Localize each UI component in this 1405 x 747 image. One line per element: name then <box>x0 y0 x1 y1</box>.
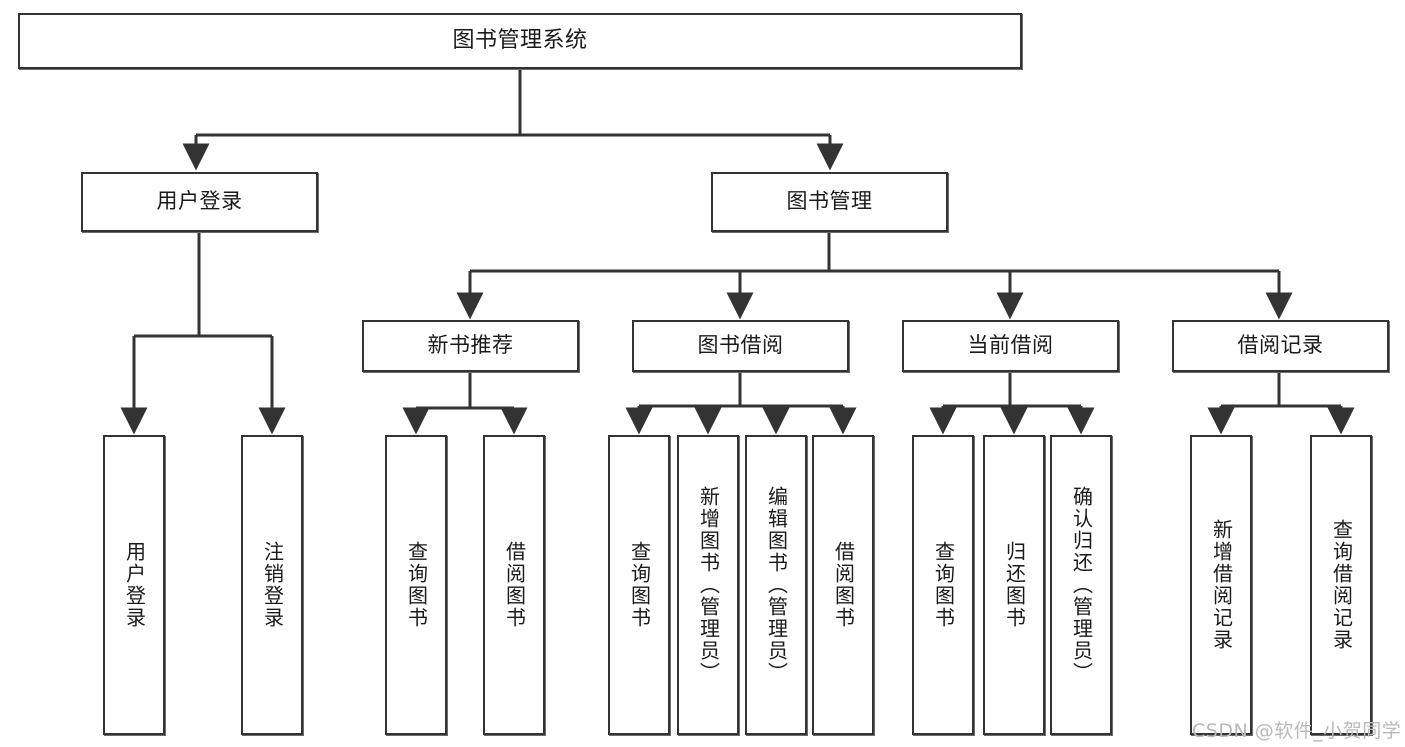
node-book-borrow-label: 图书借阅 <box>697 333 784 358</box>
node-current-borrow[interactable]: 当前借阅 <box>902 320 1119 372</box>
node-book-borrow[interactable]: 图书借阅 <box>632 320 849 372</box>
node-leaf-add-record-label: 新增借阅记录 <box>1209 519 1234 651</box>
node-current-borrow-label: 当前借阅 <box>967 333 1054 358</box>
node-leaf-edit-book-label: 编辑图书（管理员） <box>764 486 789 684</box>
node-book-management-label: 图书管理 <box>786 189 873 214</box>
node-user-login-label: 用户登录 <box>156 189 243 214</box>
node-book-management[interactable]: 图书管理 <box>711 172 948 232</box>
node-leaf-add-book[interactable]: 新增图书（管理员） <box>677 435 739 735</box>
node-leaf-query-record[interactable]: 查询借阅记录 <box>1310 435 1372 735</box>
node-new-book-recommend[interactable]: 新书推荐 <box>362 320 579 372</box>
node-leaf-query-book-rec-label: 查询图书 <box>404 541 429 629</box>
node-borrow-record-label: 借阅记录 <box>1237 333 1324 358</box>
node-leaf-user-login[interactable]: 用户登录 <box>103 435 165 735</box>
node-leaf-query-record-label: 查询借阅记录 <box>1329 519 1354 651</box>
node-user-login[interactable]: 用户登录 <box>81 172 318 232</box>
node-leaf-query-book-b-label: 查询图书 <box>627 541 652 629</box>
node-leaf-borrow-book-rec-label: 借阅图书 <box>502 541 527 629</box>
node-leaf-add-record[interactable]: 新增借阅记录 <box>1190 435 1252 735</box>
node-leaf-query-book-rec[interactable]: 查询图书 <box>385 435 447 735</box>
csdn-watermark: CSDN @软件_小贺同学 <box>1192 720 1402 742</box>
node-leaf-user-login-label: 用户登录 <box>122 541 147 629</box>
node-leaf-logout-label: 注销登录 <box>260 541 285 629</box>
node-leaf-borrow-book-b[interactable]: 借阅图书 <box>812 435 874 735</box>
node-leaf-confirm-return-label: 确认归还（管理员） <box>1069 486 1094 684</box>
node-borrow-record[interactable]: 借阅记录 <box>1172 320 1389 372</box>
node-leaf-query-book-b[interactable]: 查询图书 <box>608 435 670 735</box>
node-leaf-logout[interactable]: 注销登录 <box>241 435 303 735</box>
node-leaf-add-book-label: 新增图书（管理员） <box>696 486 721 684</box>
node-leaf-return-book[interactable]: 归还图书 <box>983 435 1045 735</box>
node-leaf-query-book-c[interactable]: 查询图书 <box>912 435 974 735</box>
node-leaf-confirm-return[interactable]: 确认归还（管理员） <box>1050 435 1112 735</box>
node-leaf-query-book-c-label: 查询图书 <box>931 541 956 629</box>
node-leaf-return-book-label: 归还图书 <box>1002 541 1027 629</box>
node-leaf-borrow-book-rec[interactable]: 借阅图书 <box>483 435 545 735</box>
node-root[interactable]: 图书管理系统 <box>18 13 1022 69</box>
node-root-label: 图书管理系统 <box>452 27 588 53</box>
node-leaf-borrow-book-b-label: 借阅图书 <box>831 541 856 629</box>
node-new-book-recommend-label: 新书推荐 <box>427 333 514 358</box>
node-leaf-edit-book[interactable]: 编辑图书（管理员） <box>745 435 807 735</box>
